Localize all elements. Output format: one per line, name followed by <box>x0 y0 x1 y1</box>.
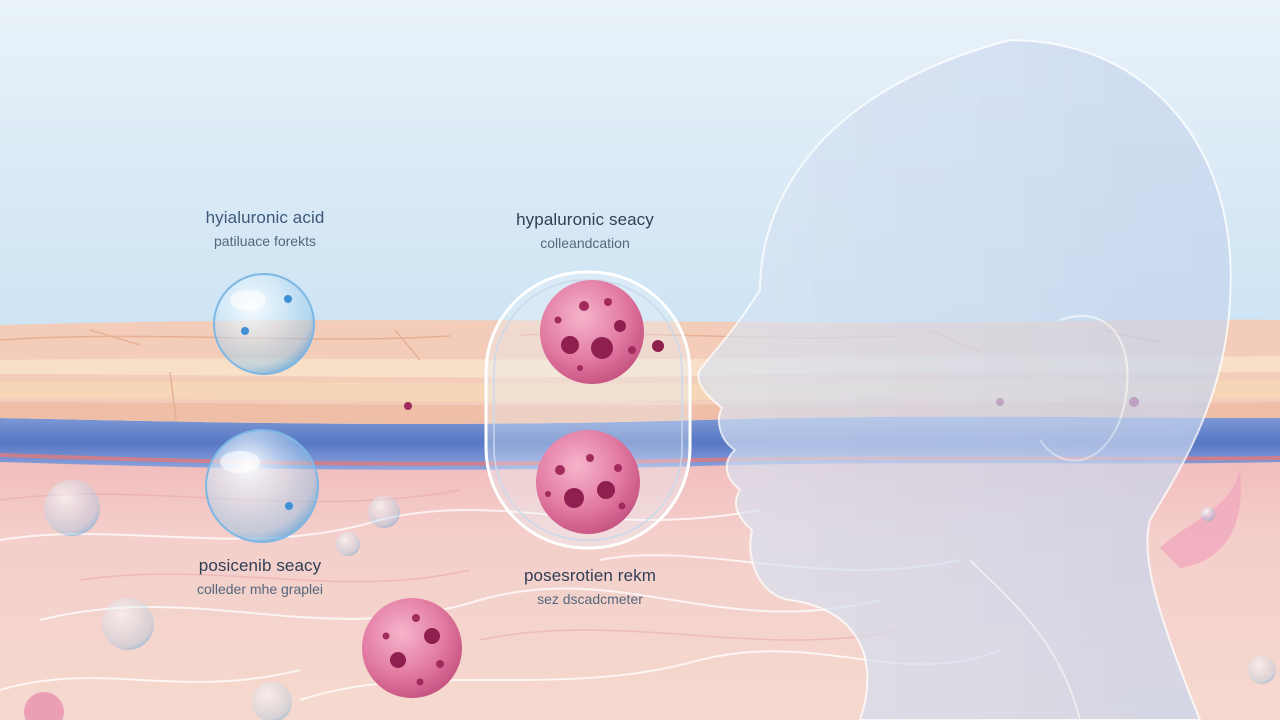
label-title: posesrotien rekm <box>524 566 656 585</box>
cell-icon <box>362 598 462 698</box>
label-hyaluronic-seacy: hypaluronic seacy colleandcation <box>460 210 710 251</box>
label-title: posicenib seacy <box>198 556 322 575</box>
face-silhouette-icon <box>697 38 1232 720</box>
label-subtitle: sez dscadcmeter <box>537 591 643 607</box>
label-subtitle: patiluace forekts <box>214 233 316 249</box>
label-posicenib-seacy: posicenib seacy colleder mhe graplei <box>145 556 375 597</box>
label-subtitle: colleder mhe graplei <box>196 581 324 597</box>
label-title: hyialuronic acid <box>205 208 325 227</box>
label-hyaluronic-acid: hyialuronic acid patiluace forekts <box>150 208 380 249</box>
cell-icon <box>540 280 644 384</box>
label-title: hypaluronic seacy <box>516 210 654 229</box>
label-posesrotien-rekm: posesrotien rekm sez dscadcmeter <box>470 566 710 607</box>
cell-icon <box>536 430 640 534</box>
water-bubble-icon <box>24 480 400 720</box>
label-subtitle: colleandcation <box>540 235 630 251</box>
water-bubble-icon <box>213 273 315 375</box>
water-bubble-icon <box>205 429 319 543</box>
